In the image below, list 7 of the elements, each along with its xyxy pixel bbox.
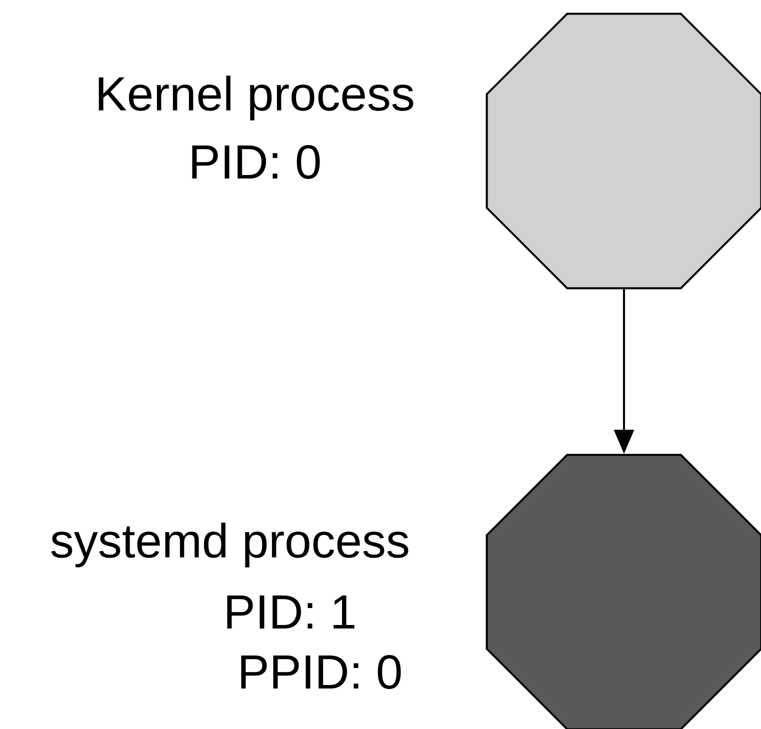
octagon-shape [486,12,761,290]
node-label: PID: 1 [227,596,354,629]
node-label: PPID: 0 [241,655,401,689]
octagon-shape [486,454,761,729]
node-label: systemd process [51,522,408,568]
node-label: PID: 0 [192,145,320,179]
node-label: Kernel process [98,76,414,120]
